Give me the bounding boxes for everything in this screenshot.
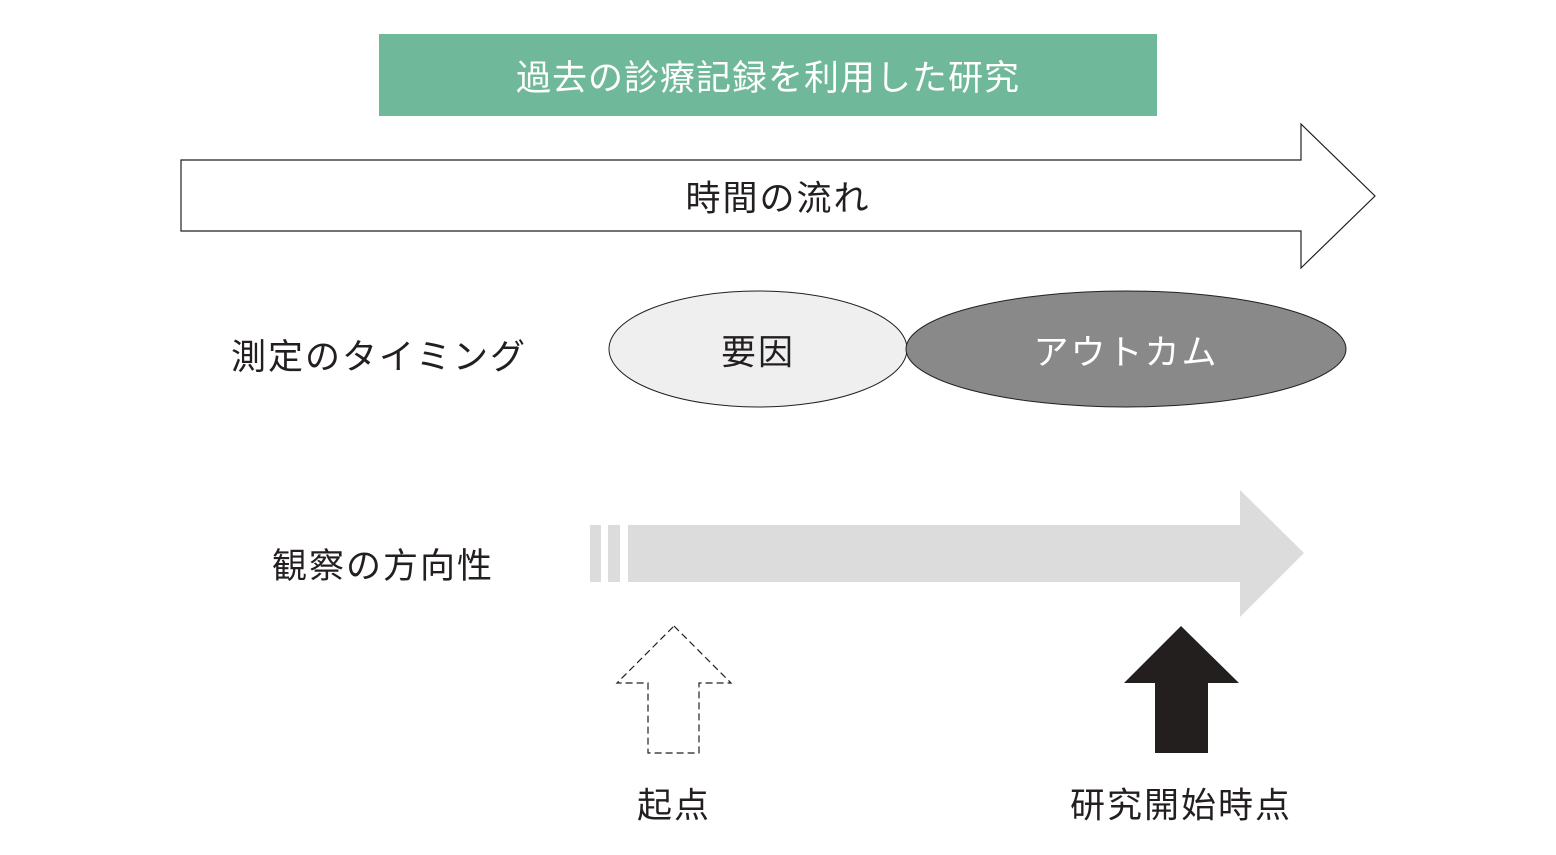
- factor-label: 要因: [720, 333, 796, 374]
- study-start-arrow: [1124, 626, 1239, 753]
- start-point-arrow: [615, 625, 733, 754]
- study-type-title: 過去の診療記録を利用した研究: [515, 58, 1020, 99]
- observation-direction-arrow: [590, 490, 1304, 617]
- study-start-label: 研究開始時点: [1069, 786, 1293, 827]
- start-point-label: 起点: [636, 786, 712, 827]
- time-flow-arrow: [180, 122, 1376, 270]
- measurement-timing-label: 測定のタイミング: [231, 338, 528, 378]
- outcome-ellipse: [905, 290, 1347, 408]
- observation-direction-label: 観察の方向性: [272, 547, 495, 587]
- time-flow-label: 時間の流れ: [685, 179, 871, 220]
- outcome-label: アウトカム: [1033, 333, 1219, 374]
- study-type-title-box: 過去の診療記録を利用した研究: [379, 34, 1157, 116]
